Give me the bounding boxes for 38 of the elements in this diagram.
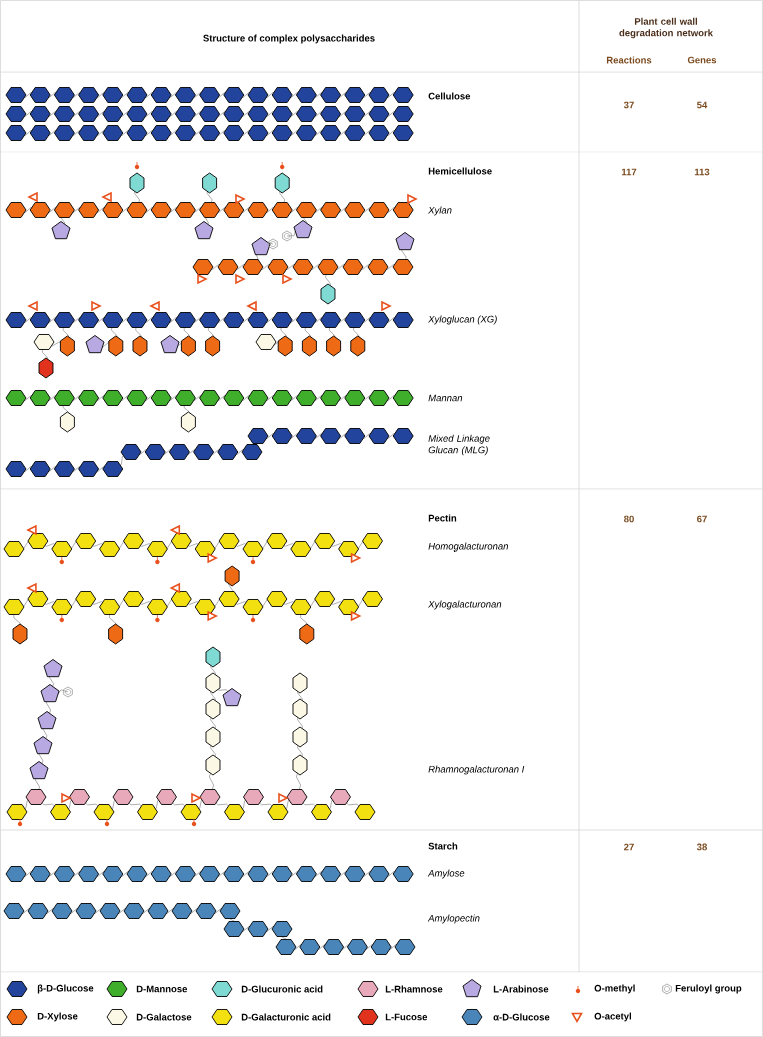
count-value: 54 — [697, 101, 708, 109]
polysaccharide-name: Xyloglucan (XG) — [428, 315, 497, 325]
column-header: Structure of complex polysaccharides — [203, 34, 375, 44]
polysaccharide-name: Xylogalacturonan — [428, 600, 502, 610]
section-title: Cellulose — [428, 92, 471, 100]
legend-label: β-D-Glucose — [37, 984, 94, 994]
polysaccharide-name: Mixed Linkage Glucan (MLG) — [428, 434, 490, 456]
legend-label: D-Galacturonic acid — [241, 1013, 331, 1021]
column-header: Reactions — [606, 56, 652, 64]
legend-label: O-acetyl — [594, 1012, 631, 1022]
column-header: Plant cell wall degradation network — [619, 17, 713, 39]
legend-label: Feruloyl group — [675, 984, 742, 994]
polysaccharide-name: Amylopectin — [427, 914, 480, 924]
legend-label: L-Fucose — [385, 1013, 428, 1021]
legend-label: D-Galactose — [136, 1013, 192, 1021]
count-value: 67 — [697, 515, 707, 523]
section-title: Starch — [428, 842, 458, 850]
count-value: 80 — [624, 515, 634, 523]
legend-label: L-Arabinose — [493, 985, 549, 993]
legend-label: L-Rhamnose — [385, 985, 443, 993]
legend-label: α-D-Glucose — [493, 1013, 550, 1021]
polysaccharide-name: Homogalacturonan — [428, 542, 509, 552]
count-value: 27 — [624, 843, 634, 851]
count-value: 117 — [621, 168, 637, 176]
column-header: Genes — [687, 56, 717, 64]
section-title: Pectin — [428, 514, 457, 522]
legend-label: D-Xylose — [37, 1012, 78, 1022]
count-value: 113 — [694, 168, 710, 176]
section-title: Hemicellulose — [428, 167, 492, 175]
legend-label: D-Glucuronic acid — [241, 985, 323, 993]
legend-label: D-Mannose — [136, 985, 188, 993]
count-value: 38 — [696, 843, 707, 851]
count-value: 37 — [623, 101, 634, 109]
polysaccharide-name: Amylose — [427, 869, 465, 879]
polysaccharide-name: Xylan — [428, 206, 452, 216]
polysaccharide-name: Mannan — [428, 394, 463, 402]
polysaccharide-name: Rhamnogalacturonan I — [428, 765, 525, 775]
legend-label: O-methyl — [594, 984, 635, 994]
